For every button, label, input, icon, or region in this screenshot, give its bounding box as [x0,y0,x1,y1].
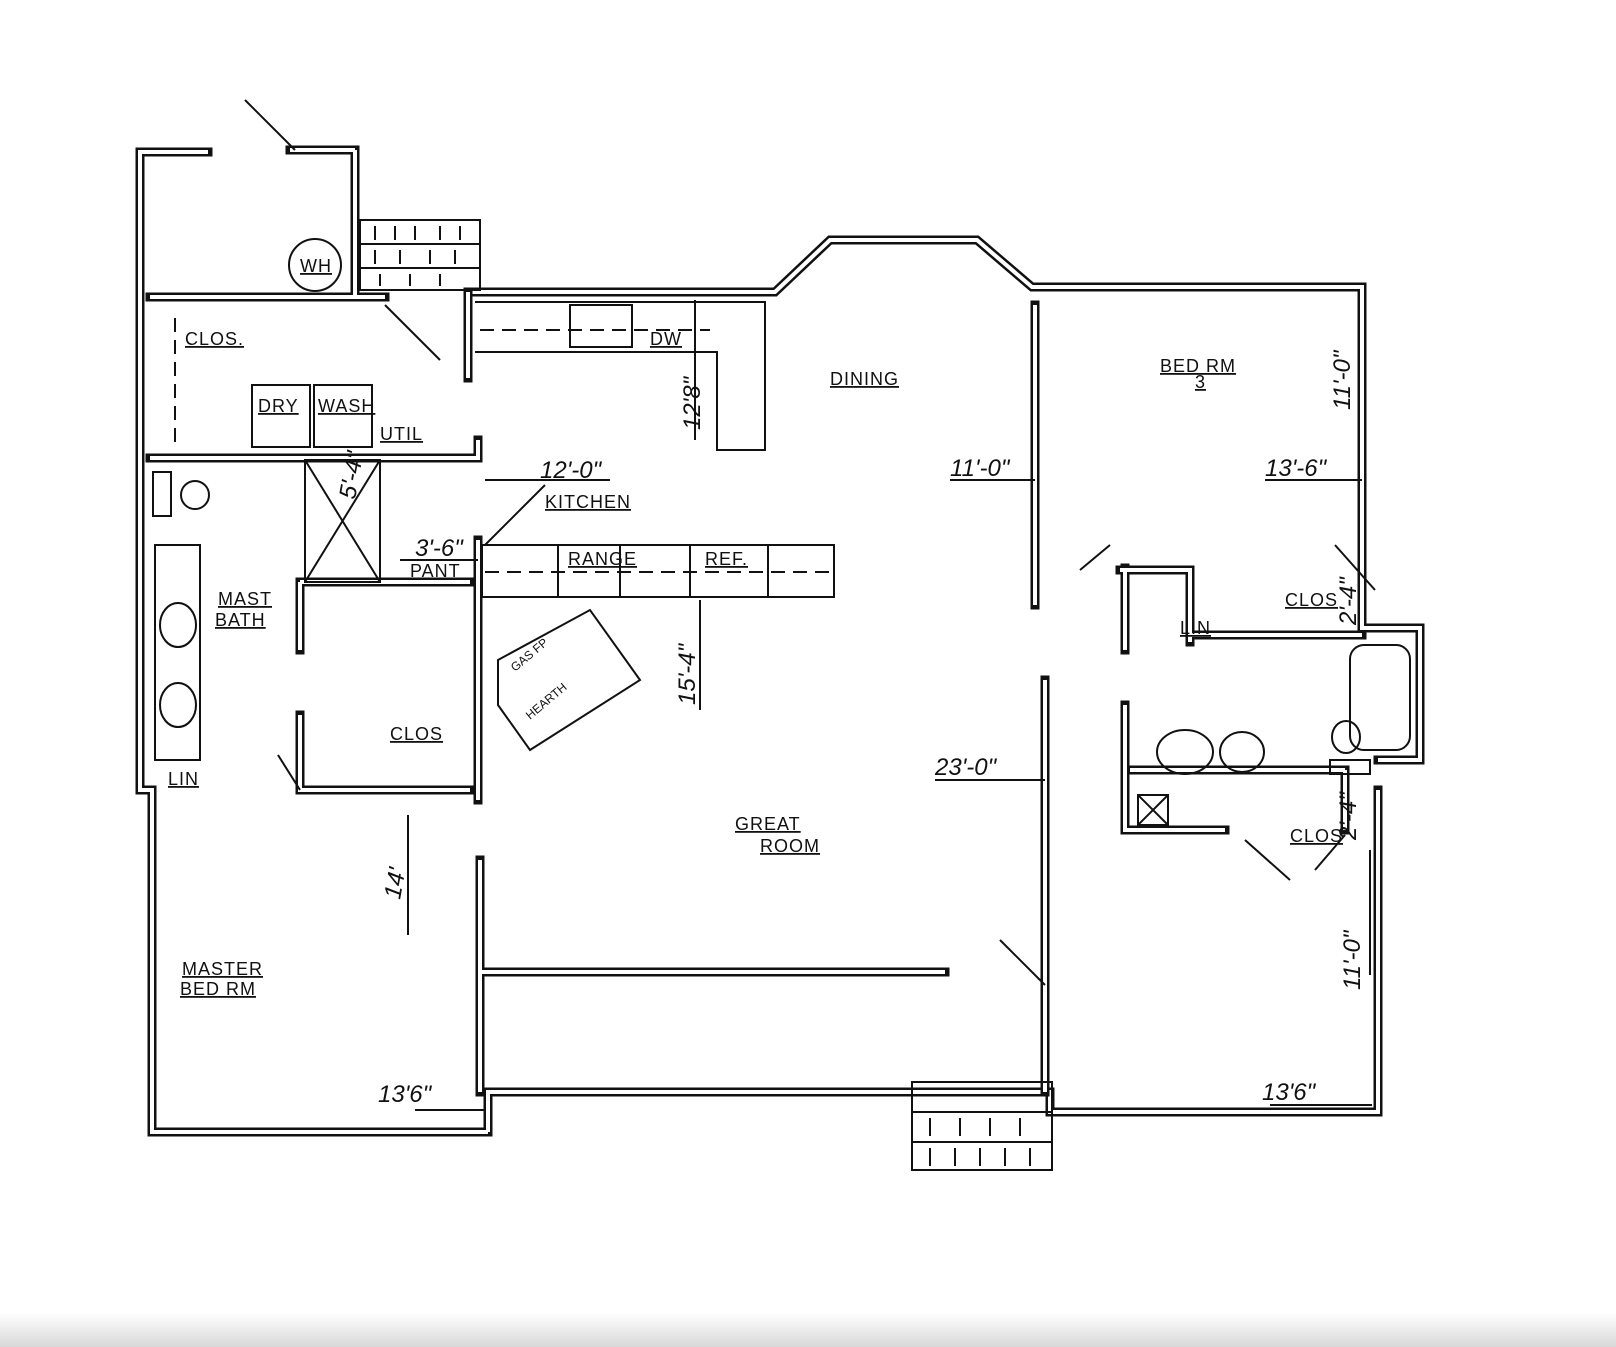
dim-bed2-depth: 11'-0" [1339,929,1366,990]
label-range: RANGE [568,549,637,569]
dim-dining-width: 11'-0" [950,455,1011,482]
label-kitchen: KITCHEN [545,492,631,512]
label-closet-mast: CLOS [390,724,443,744]
label-water-heater: WH [300,256,332,276]
laundry-fixtures [174,318,373,448]
dim-great-room-depth: 15'-4" [674,642,701,705]
label-linen-mast: LIN [168,769,199,789]
label-utility: UTIL [380,424,423,444]
kitchen-counters [475,301,835,598]
label-mast-bath: MAST [218,589,272,609]
label-closet-bed3: CLOS [1285,590,1338,610]
label-dishwasher: DW [650,329,682,349]
door-swings [244,99,1376,986]
dim-bed2-width: 13'6" [1262,1079,1317,1106]
dim-bed3-depth: 11'-0" [1329,349,1356,410]
dim-bed3-width: 13'-6" [1265,455,1328,482]
label-master-bed-2: BED RM [180,979,256,999]
label-washer: WASH [318,396,375,416]
dim-great-room-width: 23'-0" [934,754,998,781]
label-mast-bath-2: BATH [215,610,266,630]
dim-closet-bed2: 2'-4" [1335,791,1362,841]
label-gas-fp: GAS FP [508,635,551,674]
label-refrigerator: REF. [705,549,748,569]
label-closet-upper: CLOS. [185,329,244,349]
scan-bottom-edge [0,1313,1616,1347]
label-bed-3: BED RM [1160,356,1236,376]
dim-kitchen-width: 12'-0" [540,457,603,484]
dim-master-depth: 14' [379,864,411,901]
dimension-lines [400,300,1372,1111]
shower-symbol [304,459,381,583]
dim-closet-bed3: 2'-4" [1335,576,1362,626]
label-bed-3-number: 3 [1195,372,1206,392]
label-closet-bed2: CLOS [1290,826,1343,846]
water-heater-symbol [288,238,342,292]
bath-fixtures [152,471,1411,826]
stairs-bottom [911,1081,1053,1171]
label-dryer: DRY [258,396,299,416]
dim-dining-depth: 12'8" [679,375,706,430]
label-great-room: GREAT [735,814,801,834]
label-pantry: PANT [410,561,461,581]
exterior-walls [135,145,1425,1137]
dim-pantry-width: 3'-6" [415,535,464,562]
label-master-bed: MASTER [182,959,263,979]
dim-master-width: 13'6" [378,1081,433,1108]
hearth-symbol [497,608,642,752]
label-hearth: HEARTH [523,680,570,722]
label-dining: DINING [830,369,899,389]
label-linen-bed3: LIN [1180,618,1211,638]
stairs-top [359,219,481,291]
label-great-room-2: ROOM [760,836,820,856]
